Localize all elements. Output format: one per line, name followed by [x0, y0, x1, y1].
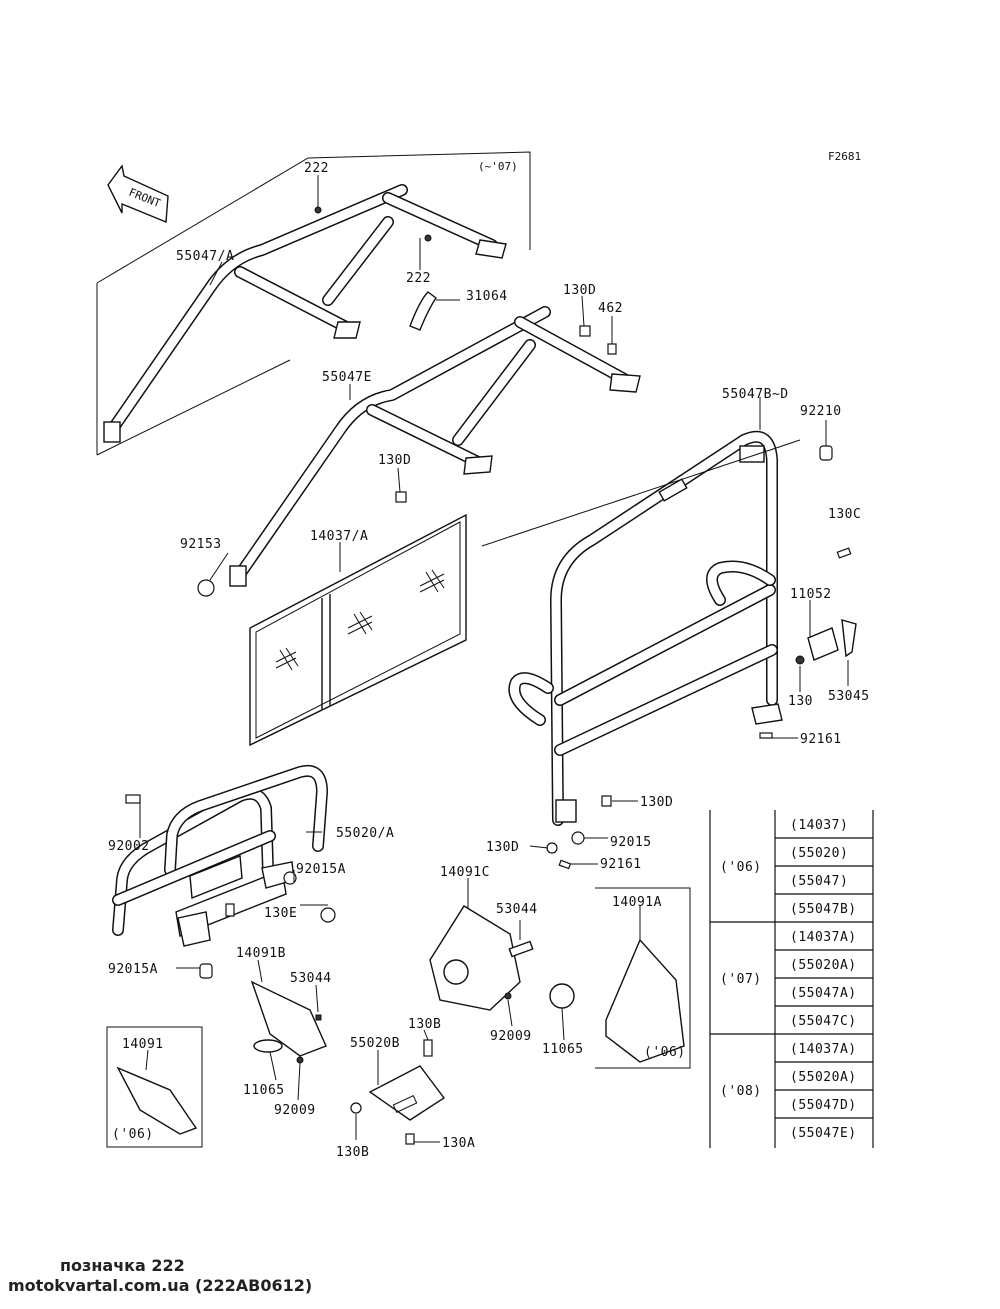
- label-130a: 130A: [442, 1136, 475, 1151]
- table-cell: (55047A): [790, 986, 857, 1001]
- label-55047b-d: 55047B~D: [722, 387, 789, 402]
- label-130e: 130E: [264, 906, 297, 921]
- label-31064: 31064: [466, 289, 508, 304]
- label-130d-r: 130D: [640, 795, 673, 810]
- label-130b-b: 130B: [336, 1145, 369, 1160]
- inset-box-14091a: [595, 887, 691, 1069]
- label-06-14091a: ('06): [644, 1045, 686, 1060]
- label-92015a-b: 92015A: [108, 962, 158, 977]
- label-92210: 92210: [800, 404, 842, 419]
- table-cell: (55020A): [790, 958, 857, 973]
- label-92002: 92002: [108, 839, 150, 854]
- front-arrow-icon: FRONT: [107, 164, 169, 224]
- label-130: 130: [788, 694, 813, 709]
- inset-box-14091: [106, 1026, 203, 1148]
- label-53044a: 53044: [496, 902, 538, 917]
- skid-55020b: [368, 1065, 446, 1121]
- table-cell: (55047): [790, 874, 848, 889]
- table-cell: (14037): [790, 818, 848, 833]
- label-14091c: 14091C: [440, 865, 490, 880]
- label-92009a: 92009: [490, 1029, 532, 1044]
- main-frame: [508, 430, 783, 826]
- label-53044b: 53044: [290, 971, 332, 986]
- label-130d-top: 130D: [563, 283, 596, 298]
- table-cell: (55047E): [790, 1126, 857, 1141]
- label-55020b: 55020B: [350, 1036, 400, 1051]
- skid-plate-14091c: [429, 905, 534, 1011]
- table-year-06: ('06): [720, 860, 762, 875]
- label-14091: 14091: [122, 1037, 164, 1052]
- label-92153: 92153: [180, 537, 222, 552]
- table-cell: (55020): [790, 846, 848, 861]
- footer-source[interactable]: motokvartal.com.ua (222AB0612): [8, 1276, 313, 1295]
- label-55047e: 55047E: [322, 370, 372, 385]
- footer-tag: позначка 222: [60, 1256, 185, 1275]
- rear-screen-panel: [249, 513, 467, 747]
- label-462: 462: [598, 301, 623, 316]
- part-labels: 222 222 55047/A 31064 130D 462 55047E 55…: [108, 161, 870, 1160]
- table-cell: (55047D): [790, 1098, 857, 1113]
- label-92015: 92015: [610, 835, 652, 850]
- label-92161a: 92161: [800, 732, 842, 747]
- table-cell: (55047B): [790, 902, 857, 917]
- roll-cage-lower: [229, 306, 641, 587]
- table-cell: (55047C): [790, 1014, 857, 1029]
- inset-box-upper: [96, 151, 531, 456]
- label-130c: 130C: [828, 507, 861, 522]
- label-14091a: 14091A: [612, 895, 662, 910]
- label-11052: 11052: [790, 587, 832, 602]
- fastener-icons: [125, 206, 857, 1145]
- label-130d-l: 130D: [486, 840, 519, 855]
- guard-14091b: [250, 980, 327, 1057]
- label-92015a-a: 92015A: [296, 862, 346, 877]
- label-130b-a: 130B: [408, 1017, 441, 1032]
- label-55047a: 55047/A: [176, 249, 234, 264]
- label-222b: 222: [406, 271, 431, 286]
- table-year-07: ('07): [720, 972, 762, 987]
- roll-cage-upper: [103, 184, 507, 443]
- figure-id: F2681: [828, 150, 861, 163]
- label-53045: 53045: [828, 689, 870, 704]
- label-11065b: 11065: [243, 1083, 285, 1098]
- label-92161b: 92161: [600, 857, 642, 872]
- label-130d-mid: 130D: [378, 453, 411, 468]
- label-11065a: 11065: [542, 1042, 584, 1057]
- label-14091b: 14091B: [236, 946, 286, 961]
- label-14037a: 14037/A: [310, 529, 368, 544]
- year-parts-table: ('06) (14037) (55020) (55047) (55047B) (…: [709, 810, 874, 1148]
- table-cell: (55020A): [790, 1070, 857, 1085]
- label-92009b: 92009: [274, 1103, 316, 1118]
- leader-lines: [139, 175, 849, 1143]
- label-222a: 222: [304, 161, 329, 176]
- front-bumper: [112, 765, 328, 947]
- table-year-08: ('08): [720, 1084, 762, 1099]
- label-55020a: 55020/A: [336, 826, 394, 841]
- year-note-top: (~'07): [478, 160, 518, 173]
- table-cell: (14037A): [790, 930, 857, 945]
- label-06-14091: ('06): [112, 1127, 154, 1142]
- table-cell: (14037A): [790, 1042, 857, 1057]
